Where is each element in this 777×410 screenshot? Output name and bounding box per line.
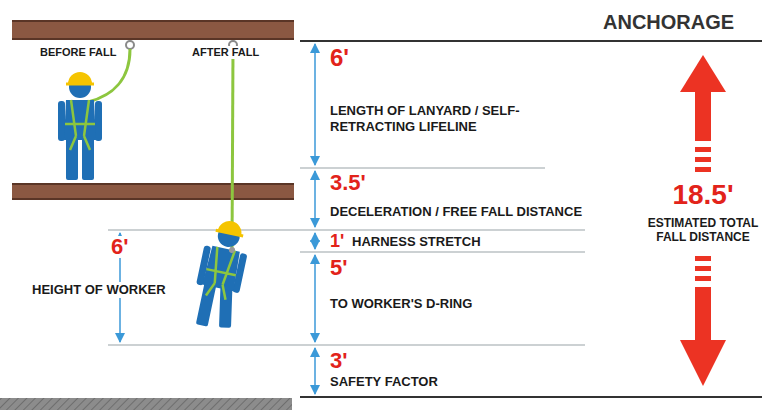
beam-edge: [12, 38, 294, 40]
reference-line: [300, 251, 585, 252]
worker-figure: [58, 72, 102, 180]
arrow-dash: [695, 167, 711, 172]
hard-hat-brim: [66, 83, 94, 86]
beam-edge: [12, 198, 294, 200]
worker-leg: [219, 285, 232, 327]
beam-edge: [12, 183, 294, 185]
hard-hat-brim: [216, 230, 243, 236]
dimension-value: 6': [109, 236, 130, 258]
upper-beam: [12, 20, 294, 40]
worker-figure: [188, 217, 253, 332]
dimension-label: HARNESS STRETCH: [352, 235, 481, 249]
beam-body: [12, 20, 294, 40]
total-value: 18.5': [638, 180, 768, 211]
dimension-value: 3': [330, 350, 347, 372]
dimension-line: [314, 171, 316, 227]
arrow-dash: [695, 256, 711, 261]
ground-line: [300, 396, 762, 398]
dimension-value: 5': [330, 257, 347, 279]
arrow-head: [680, 55, 726, 92]
dimension-line: [314, 44, 316, 165]
lower-beam: [12, 183, 294, 200]
dimension-line: [314, 348, 316, 394]
dimension-line: [314, 255, 316, 342]
reference-line: [108, 344, 585, 345]
hard-hat: [68, 72, 92, 84]
dimension-label: TO WORKER'S D-RING: [330, 296, 472, 312]
harness: [201, 246, 241, 301]
lanyard: [232, 49, 233, 250]
dimension-lines: [120, 44, 315, 394]
dimension-label: LENGTH OF LANYARD / SELF-RETRACTING LIFE…: [330, 103, 540, 134]
ground-bar: [0, 398, 292, 410]
arrow-dash: [695, 266, 711, 271]
anchorage-line: [300, 40, 762, 42]
dimension-line: [314, 233, 316, 249]
anchor-ring: [126, 41, 134, 49]
beam-edge: [12, 20, 294, 22]
reference-line: [300, 167, 545, 168]
worker-arm: [58, 101, 65, 141]
dimension-value: 3.5': [330, 172, 366, 194]
figure-caption: BEFORE FALL: [38, 46, 118, 59]
arrow-dash: [695, 157, 711, 162]
dimension-label: SAFETY FACTOR: [330, 374, 438, 390]
worker-leg: [196, 281, 217, 327]
worker-arm: [95, 101, 102, 141]
dimension-value: 1': [330, 233, 344, 250]
arrow-dash: [695, 147, 711, 152]
arrow-head: [680, 340, 726, 386]
total-label: ESTIMATED TOTAL FALL DISTANCE: [638, 216, 768, 245]
worker-torso: [64, 100, 96, 140]
anchorage-title: ANCHORAGE: [603, 10, 734, 34]
arrow-dash: [695, 276, 711, 281]
harness: [65, 100, 95, 150]
dimension-value: 6': [330, 46, 349, 70]
reference-line: [108, 229, 585, 230]
dimension-label: HEIGHT OF WORKER: [30, 282, 168, 298]
dimension-label: DECELERATION / FREE FALL DISTANCE: [330, 204, 582, 220]
beam-body: [12, 183, 294, 200]
arrow-shaft: [695, 91, 711, 141]
figure-caption: AFTER FALL: [190, 46, 261, 59]
arrow-shaft: [695, 287, 711, 341]
d-ring: [228, 246, 235, 253]
